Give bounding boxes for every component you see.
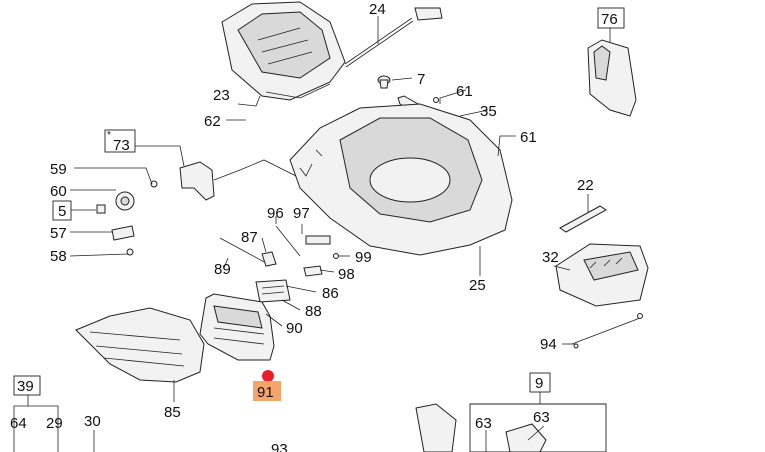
callout-88: 88 xyxy=(305,303,322,320)
callout-61-right: 61 xyxy=(520,129,537,146)
callout-60: 60 xyxy=(50,183,67,200)
assembly-box-9 xyxy=(415,403,607,452)
callout-9: 9 xyxy=(535,375,543,392)
callout-39: 39 xyxy=(17,378,34,395)
callout-23: 23 xyxy=(213,87,230,104)
callout-22: 22 xyxy=(577,177,594,194)
callout-91: 91 xyxy=(257,384,274,401)
callout-85: 85 xyxy=(164,404,181,421)
small-parts-center xyxy=(219,225,339,303)
callout-30: 30 xyxy=(84,413,101,430)
deck-25 xyxy=(289,103,513,256)
callout-73: 73 xyxy=(113,137,130,154)
callout-76: 76 xyxy=(601,11,618,28)
leader-lines xyxy=(13,16,611,452)
rod-94 xyxy=(571,313,643,349)
highlight-marker xyxy=(262,370,274,382)
screw-7 xyxy=(377,75,391,89)
callout-5: 5 xyxy=(58,203,66,220)
callout-58: 58 xyxy=(50,248,67,265)
highlight-box xyxy=(253,381,281,401)
callout-90: 90 xyxy=(286,320,303,337)
bracket-73 xyxy=(179,159,297,201)
callout-64: 64 xyxy=(10,415,27,432)
callout-99: 99 xyxy=(355,249,372,266)
bar-22 xyxy=(559,205,607,233)
small-parts-left xyxy=(96,180,158,256)
callout-7: 7 xyxy=(417,71,425,88)
callout-62: 62 xyxy=(204,113,221,130)
callout-63-right: 63 xyxy=(533,409,550,426)
callout-94: 94 xyxy=(540,336,557,353)
callout-93: 93 xyxy=(271,441,288,452)
callout-98: 98 xyxy=(338,266,355,283)
callout-86: 86 xyxy=(322,285,339,302)
callout-57: 57 xyxy=(50,225,67,242)
catcher-top-part xyxy=(221,1,346,101)
callout-96: 96 xyxy=(267,205,284,222)
callout-87: 87 xyxy=(241,229,258,246)
callout-32: 32 xyxy=(542,249,559,266)
callout-89: 89 xyxy=(214,261,231,278)
part-32 xyxy=(555,243,649,307)
callout-25: 25 xyxy=(469,277,486,294)
callout-29: 29 xyxy=(46,415,63,432)
callout-59: 59 xyxy=(50,161,67,178)
callout-labels: 24 76 7 61 23 62 35 61 * 73 59 60 5 57 5… xyxy=(10,1,625,452)
rod-part xyxy=(344,7,443,68)
rear-flap-91 xyxy=(199,293,275,361)
callout-63-left: 63 xyxy=(475,415,492,432)
callout-97: 97 xyxy=(293,205,310,222)
part-76 xyxy=(587,39,637,117)
callout-24: 24 xyxy=(369,1,386,18)
rear-flap-85 xyxy=(75,307,205,383)
callout-35: 35 xyxy=(480,103,497,120)
callout-73-star: * xyxy=(107,130,111,141)
callout-61-top: 61 xyxy=(456,83,473,100)
